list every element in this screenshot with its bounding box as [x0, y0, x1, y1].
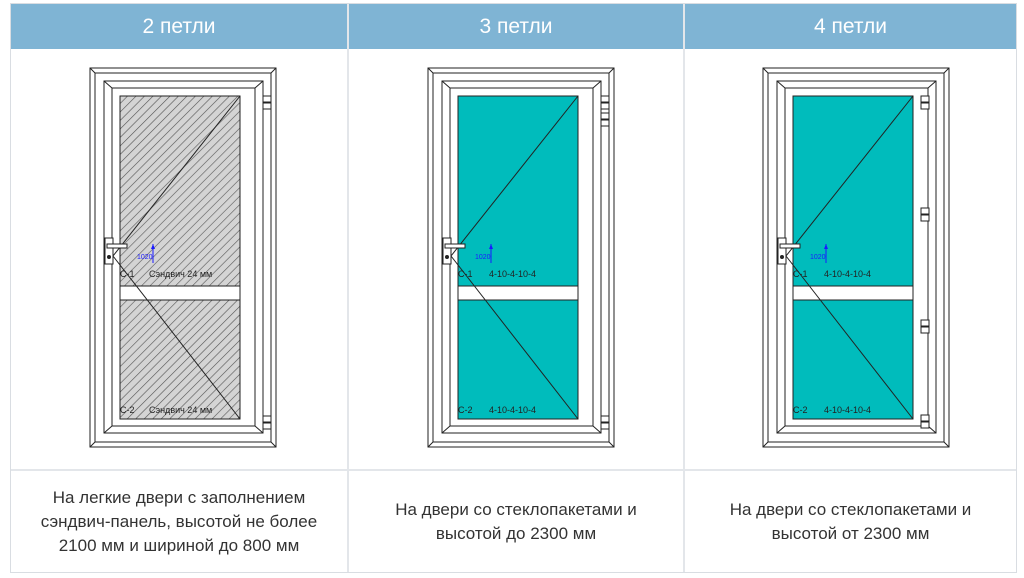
sandwich-panel-upper: [119, 95, 241, 287]
hinge: [262, 95, 272, 430]
height-dimension: 1020: [810, 244, 828, 263]
column-header: 4 петли: [685, 4, 1016, 49]
upper-fill-spec: 4-10-4-10-4: [489, 269, 536, 279]
opening-direction-lines: [785, 95, 914, 420]
lower-fill-spec: 4-10-4-10-4: [489, 405, 536, 415]
hinge-comparison-table: 2 петли: [10, 3, 1017, 573]
door-drawing-cell: 1020 С-1 4-10-4-10-4 С-2 4-10-4-10-4: [349, 51, 683, 469]
glass-panel-upper: [457, 95, 579, 287]
column-header: 2 петли: [11, 4, 347, 49]
lower-fill-spec: 4-10-4-10-4: [824, 405, 871, 415]
column-description: На легкие двери с заполнением сэндвич-па…: [11, 469, 347, 572]
column-header: 3 петли: [349, 4, 683, 49]
column-description: На двери со стеклопакетами и высотой до …: [349, 469, 683, 572]
dimension-label: 1020: [475, 254, 491, 261]
glass-panel-upper: [792, 95, 914, 287]
column-4-hinges: 4 петли: [683, 4, 1016, 572]
sandwich-panel-lower: [119, 299, 241, 420]
glass-panel-lower: [457, 299, 579, 420]
door-drawing: 1020 С-1 4-10-4-10-4 С-2 4-10-4-10-4: [427, 67, 615, 448]
opening-direction-lines: [450, 95, 579, 420]
lower-fill-code: С-2: [120, 405, 135, 415]
column-3-hinges: 3 петли: [347, 4, 683, 572]
opening-direction-lines: [112, 95, 241, 420]
upper-fill-spec: Сэндвич 24 мм: [149, 269, 212, 279]
dimension-label: 1020: [810, 254, 826, 261]
height-dimension: 1020: [475, 244, 493, 263]
upper-fill-code: С-1: [120, 269, 135, 279]
door-handle: [442, 237, 466, 265]
upper-fill-code: С-1: [458, 269, 473, 279]
column-description: На двери со стеклопакетами и высотой от …: [685, 469, 1016, 572]
lower-fill-spec: Сэндвич 24 мм: [149, 405, 212, 415]
hinge: [920, 95, 930, 429]
height-dimension: 1020: [137, 244, 155, 263]
upper-fill-spec: 4-10-4-10-4: [824, 269, 871, 279]
column-2-hinges: 2 петли: [11, 4, 347, 572]
door-handle: [777, 237, 801, 265]
lower-fill-code: С-2: [793, 405, 808, 415]
door-drawing-cell: 1020 С-1 Сэндвич 24 мм С-2 Сэндвич 24 мм: [11, 51, 347, 469]
door-drawing: 1020 С-1 4-10-4-10-4 С-2 4-10-4-10-4: [762, 67, 950, 448]
glass-panel-lower: [792, 299, 914, 420]
dimension-label: 1020: [137, 254, 153, 261]
lower-fill-code: С-2: [458, 405, 473, 415]
upper-fill-code: С-1: [793, 269, 808, 279]
door-handle: [104, 237, 128, 265]
hinge: [600, 95, 610, 430]
door-drawing: 1020 С-1 Сэндвич 24 мм С-2 Сэндвич 24 мм: [89, 67, 277, 448]
door-drawing-cell: 1020 С-1 4-10-4-10-4 С-2 4-10-4-10-4: [685, 51, 1016, 469]
